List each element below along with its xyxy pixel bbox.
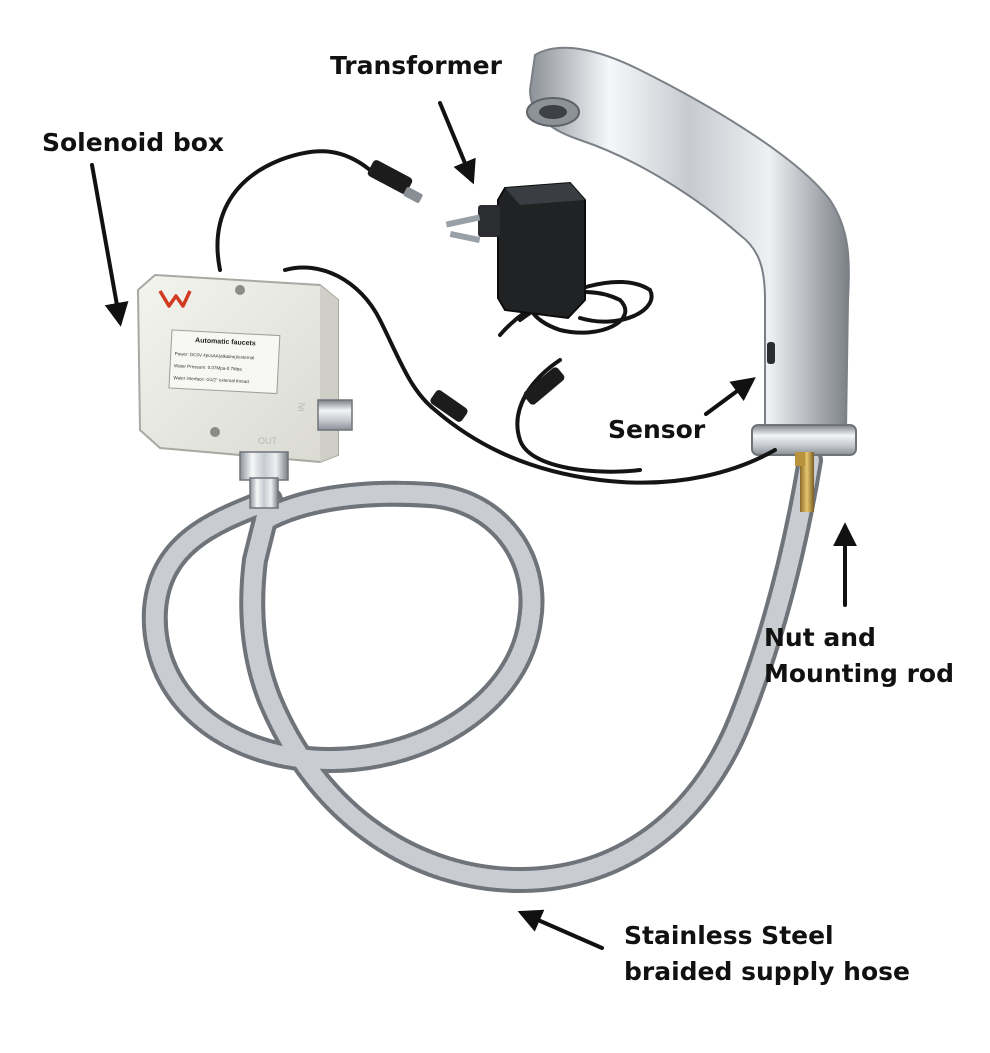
- inlet-marking: IN: [296, 402, 307, 412]
- label-solenoid-box: Solenoid box: [42, 128, 225, 157]
- label-arrows: [90, 101, 857, 950]
- inline-connector: [430, 390, 468, 422]
- label-hose-line1: Stainless Steel: [624, 921, 834, 950]
- spec-plate-line3: Water interface: G1/2" external thread: [173, 375, 249, 384]
- label-nut-line2: Mounting rod: [764, 659, 954, 688]
- sensor-window: [767, 342, 775, 364]
- braided-hose: [141, 447, 823, 894]
- dc-plug: [367, 160, 413, 194]
- faucet-spout: [526, 46, 857, 512]
- transformer-adapter: [445, 181, 586, 320]
- solenoid-arrow: [90, 163, 129, 327]
- spec-plate: [168, 329, 281, 395]
- outlet-marking: OUT: [258, 436, 278, 446]
- label-hose-line2: braided supply hose: [624, 957, 910, 986]
- label-transformer: Transformer: [330, 51, 502, 80]
- label-nut-line1: Nut and: [764, 623, 876, 652]
- label-sensor: Sensor: [608, 415, 706, 444]
- sensor-arrow: [704, 377, 756, 416]
- spec-plate-title: Automatic faucets: [195, 337, 256, 347]
- watermark-logo-icon: [158, 290, 192, 308]
- transformer-arrow: [438, 101, 476, 185]
- spec-plate-line2: Water Pressure: 0.07Mpa-0.7Mpa: [174, 363, 242, 372]
- inlet-fitting: [317, 399, 353, 431]
- label-braided-hose: Stainless Steel braided supply hose: [624, 918, 910, 990]
- mounting-rod: [800, 452, 814, 512]
- solenoid-box: Automatic faucets Power: DC6V 4pcsAA(alk…: [136, 273, 353, 509]
- faucet-base-ring: [751, 424, 857, 456]
- hose-arrow: [517, 909, 604, 950]
- spec-plate-line1: Power: DC6V 4pcsAA(alkaline)/external: [175, 351, 255, 360]
- outlet-nut: [239, 451, 289, 481]
- label-nut-and-mounting-rod: Nut and Mounting rod: [764, 620, 954, 692]
